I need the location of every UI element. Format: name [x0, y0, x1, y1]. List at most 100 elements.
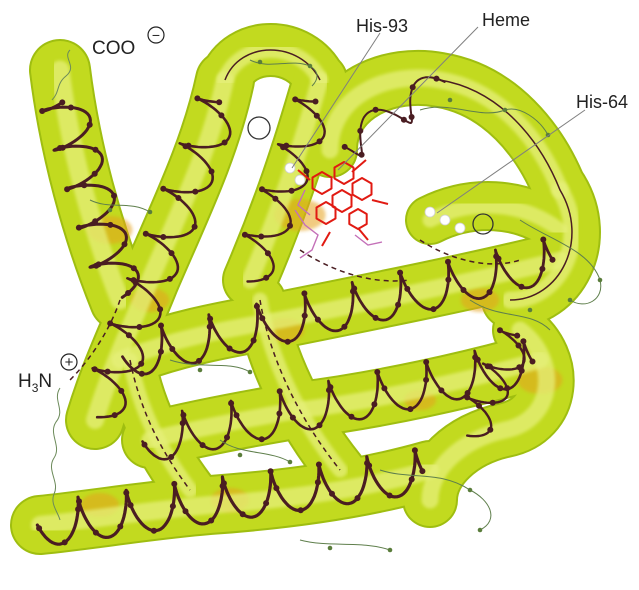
residue-dot: [342, 144, 348, 150]
residue-dot: [118, 388, 124, 394]
residue-dot: [313, 99, 319, 105]
residue-dot: [64, 186, 70, 192]
residue-dot: [423, 359, 429, 365]
residue-dot: [397, 270, 403, 276]
histidine-atom: [440, 215, 450, 225]
residue-dot: [487, 427, 493, 433]
residue-dot: [169, 346, 175, 352]
residue-dot: [143, 231, 149, 237]
residue-dot: [207, 324, 213, 330]
residue-dot: [105, 369, 111, 375]
residue-dot: [381, 385, 387, 391]
residue-dot: [160, 234, 166, 240]
residue-dot: [220, 483, 226, 489]
residue-dot: [158, 323, 164, 329]
heme-bond: [322, 232, 330, 246]
residue-dot: [419, 468, 425, 474]
coo-label: COO: [92, 38, 135, 59]
residue-dot: [317, 138, 323, 144]
residue-dot: [409, 114, 415, 120]
side-chain-atom: [308, 64, 313, 69]
histidine-atom: [455, 223, 465, 233]
h3n-charge-sign: +: [65, 354, 74, 371]
residue-dot: [431, 306, 437, 312]
residue-dot: [273, 485, 279, 491]
residue-dot: [87, 122, 93, 128]
side-chain-atom: [148, 210, 153, 215]
residue-dot: [180, 420, 186, 426]
residue-dot: [139, 371, 145, 377]
residue-dot: [117, 524, 123, 530]
residue-dot: [329, 491, 335, 497]
residue-dot: [125, 290, 131, 296]
residue-dot: [298, 507, 304, 513]
residue-dot: [514, 333, 520, 339]
residue-dot: [326, 387, 332, 393]
residue-dot: [224, 434, 230, 440]
residue-dot: [96, 261, 102, 267]
residue-dot: [59, 99, 65, 105]
residue-dot: [112, 412, 118, 418]
side-chain-atom: [468, 488, 473, 493]
residue-dot: [240, 511, 246, 517]
residue-dot: [107, 320, 113, 326]
residue-dot: [357, 128, 363, 134]
residue-dot: [277, 388, 283, 394]
residue-dot: [157, 306, 163, 312]
residue-dot: [251, 337, 257, 343]
residue-dot: [539, 266, 545, 272]
histidine-atom: [295, 175, 305, 185]
histidine-atom: [425, 207, 435, 217]
residue-dot: [519, 284, 525, 290]
residue-dot: [170, 503, 176, 509]
residue-dot: [93, 147, 99, 153]
residue-dot: [289, 188, 295, 194]
residue-dot: [192, 189, 198, 195]
side-chain-atom: [448, 98, 453, 103]
side-chain-atom: [108, 208, 113, 213]
side-chain-atom: [258, 60, 263, 65]
residue-dot: [168, 454, 174, 460]
his-64-label: His-64: [576, 92, 628, 112]
residue-dot: [355, 495, 361, 501]
residue-dot: [254, 303, 260, 309]
residue-dot: [359, 152, 365, 158]
heme-bond: [372, 200, 388, 204]
residue-dot: [263, 275, 269, 281]
residue-dot: [315, 479, 321, 485]
side-chain-atom: [288, 460, 293, 465]
residue-dot: [160, 186, 166, 192]
residue-dot: [341, 324, 347, 330]
residue-dot: [263, 500, 269, 506]
residue-dot: [222, 140, 228, 146]
residue-dot: [259, 436, 265, 442]
residue-dot: [304, 168, 310, 174]
residue-dot: [493, 253, 499, 259]
residue-dot: [151, 528, 157, 534]
residue-dot: [258, 234, 264, 240]
residue-dot: [520, 338, 526, 344]
residue-dot: [373, 107, 379, 113]
residue-dot: [183, 143, 189, 149]
residue-dot: [497, 385, 503, 391]
residue-dot: [445, 259, 451, 265]
residue-dot: [268, 468, 274, 474]
residue-dot: [171, 481, 177, 487]
residue-dot: [123, 490, 129, 496]
residue-dot: [208, 518, 214, 524]
heme-side-bond: [355, 235, 382, 245]
heme-ring: [353, 178, 372, 200]
residue-dot: [81, 182, 87, 188]
residue-dot: [128, 502, 134, 508]
residue-dot: [76, 498, 82, 504]
residue-dot: [76, 225, 82, 231]
residue-dot: [395, 302, 401, 308]
residue-dot: [216, 99, 222, 105]
residue-dot: [39, 108, 45, 114]
residue-dot: [516, 364, 522, 370]
side-chain-atom: [598, 278, 603, 283]
residue-dot: [350, 288, 356, 294]
coo-charge-sign: −: [152, 27, 160, 43]
residue-dot: [301, 290, 307, 296]
